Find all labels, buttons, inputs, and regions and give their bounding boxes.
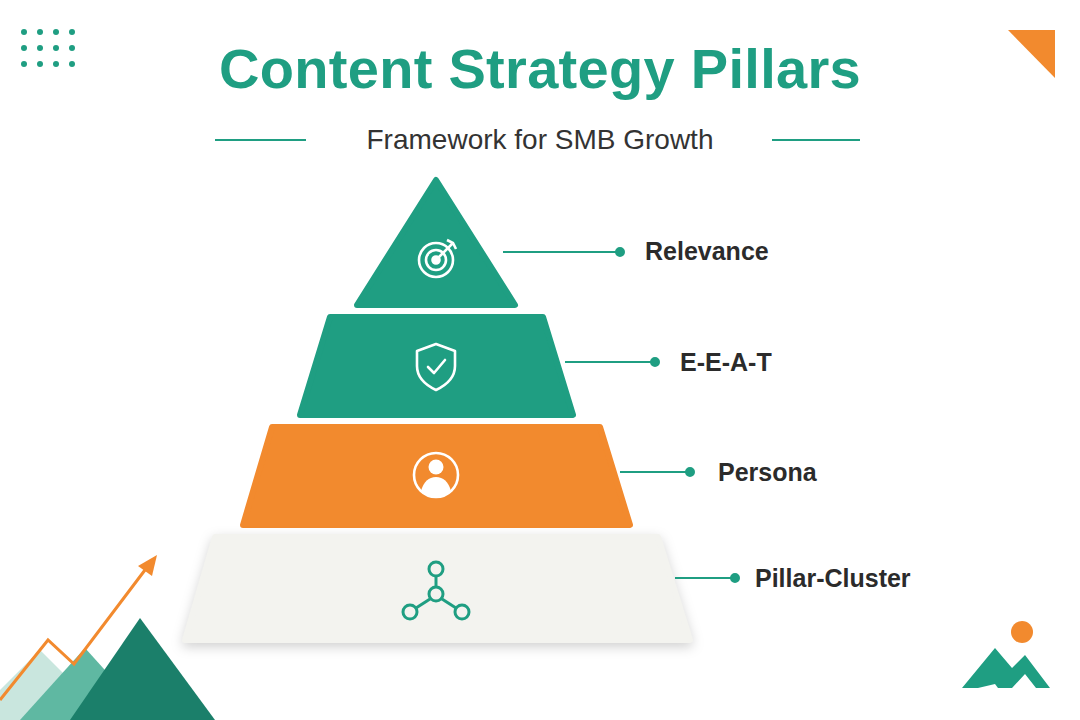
mountain-shape: [20, 648, 150, 720]
band-shape: [243, 427, 1000, 525]
band-label: E-E-A-T: [680, 347, 772, 377]
pyramid-band: E-E-A-T: [300, 317, 1000, 415]
band-fill: [300, 317, 573, 415]
dot-grid: [21, 29, 75, 67]
band-label: Pillar-Cluster: [755, 563, 911, 593]
pyramid-band: Pillar-Cluster: [185, 537, 1000, 640]
growth-arrowhead: [138, 555, 157, 576]
mountain-shape: [0, 650, 110, 720]
subtitle-rule: [772, 139, 860, 141]
band-fill: [243, 427, 630, 525]
diagram-title: Content Strategy Pillars: [0, 36, 1080, 102]
growth-arrow: [0, 566, 148, 700]
pyramid-band: Relevance: [357, 180, 1000, 305]
band-label: Relevance: [645, 236, 769, 266]
band-label: Persona: [718, 457, 817, 487]
subtitle-rule: [215, 139, 306, 141]
pyramid-band: Persona: [243, 427, 1000, 525]
band-fill: [357, 180, 515, 305]
logo-sun: [1011, 621, 1033, 643]
band-fill: [185, 537, 690, 640]
subtitle-text: Framework for SMB Growth: [0, 122, 1080, 158]
corner-triangle: [1008, 30, 1055, 78]
logo-mountain: [962, 648, 1050, 688]
band-shape: [300, 317, 1000, 415]
